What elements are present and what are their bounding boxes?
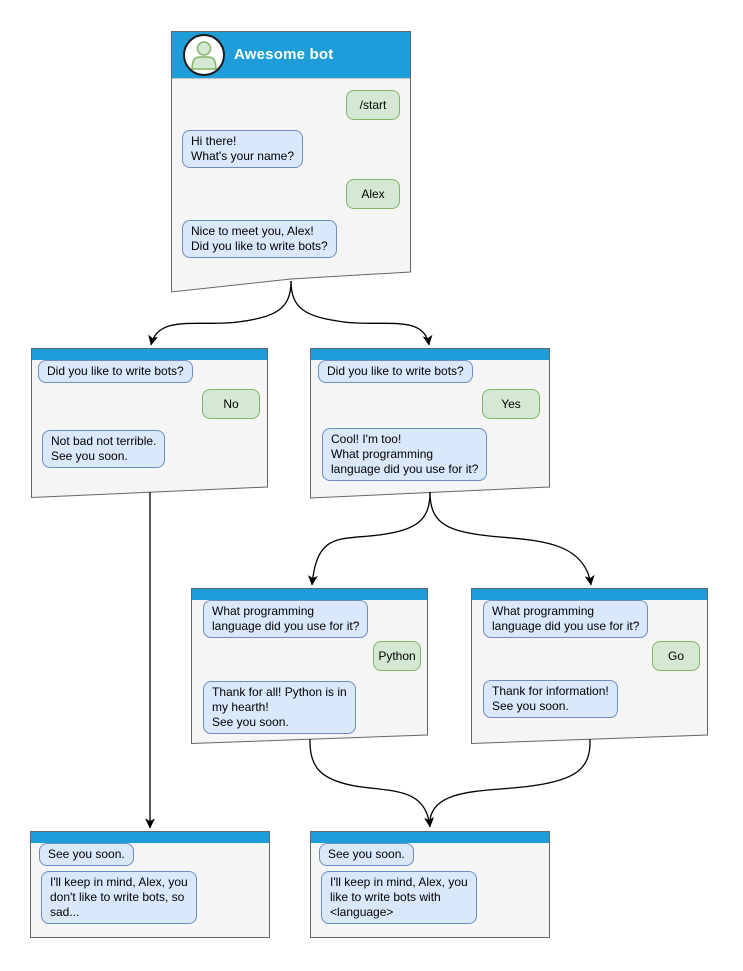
chat-window-python-branch: What programming language did you use fo… [191, 588, 428, 743]
user-message-bubble: Go [652, 641, 700, 671]
chat-window-end-no: See you soon. I'll keep in mind, Alex, y… [30, 831, 270, 938]
bot-message-bubble: Hi there! What's your name? [182, 130, 304, 168]
chat-window-yes-branch: Did you like to write bots? Yes Cool! I'… [310, 348, 550, 498]
chat-window-end-yes-strip [311, 832, 549, 843]
bot-message-bubble: Cool! I'm too! What programming language… [322, 428, 488, 481]
bot-message-bubble: I'll keep in mind, Alex, you don't like … [41, 871, 197, 924]
chat-window-start: Awesome bot /start Hi there! What's your… [171, 31, 411, 279]
connector-yes-to-python [307, 491, 431, 586]
bot-message-bubble: Thank for information! See you soon. [483, 680, 618, 718]
bot-message-bubble: See you soon. [319, 843, 414, 866]
connector-python-to-end [309, 738, 435, 828]
bot-message-bubble: See you soon. [39, 843, 134, 866]
bot-message-bubble: Not bad not terrible. See you soon. [42, 430, 166, 468]
user-message-bubble: Python [373, 641, 421, 671]
connector-go-to-end [429, 738, 591, 821]
bot-message-bubble: Thank for all! Python is in my hearth! S… [203, 681, 356, 734]
bot-message-bubble: Did you like to write bots? [38, 360, 193, 383]
bot-name-title: Awesome bot [234, 46, 334, 63]
chat-window-no-branch: Did you like to write bots? No Not bad n… [31, 348, 268, 497]
connector-start-to-yes [290, 280, 433, 346]
connector-start-to-no [148, 280, 292, 346]
bot-message-bubble: Did you like to write bots? [318, 360, 473, 383]
bot-message-bubble: Nice to meet you, Alex! Did you like to … [182, 220, 337, 258]
chat-window-titlebar: Awesome bot [171, 31, 411, 78]
bot-message-bubble: What programming language did you use fo… [483, 600, 649, 638]
chat-window-end-no-strip [31, 832, 269, 843]
bot-message-bubble: I'll keep in mind, Alex, you like to wri… [321, 871, 477, 924]
user-message-bubble: Yes [482, 389, 540, 419]
user-message-bubble: No [202, 389, 260, 419]
chat-window-end-yes: See you soon. I'll keep in mind, Alex, y… [310, 831, 550, 938]
chat-window-go-branch: What programming language did you use fo… [471, 588, 708, 743]
connector-yes-to-go [429, 491, 595, 586]
user-message-bubble: Alex [346, 179, 400, 209]
user-message-bubble: /start [346, 90, 400, 120]
bot-message-bubble: What programming language did you use fo… [203, 600, 369, 638]
